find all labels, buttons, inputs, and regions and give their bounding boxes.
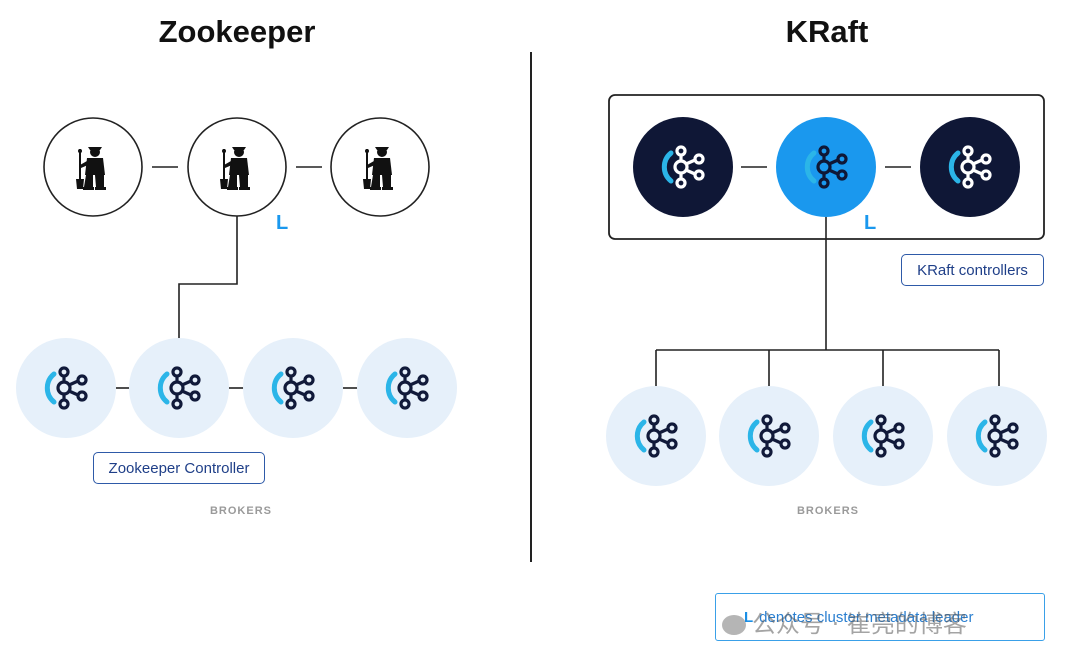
zk-leader-mark: L bbox=[276, 212, 288, 234]
zk-broker-4 bbox=[357, 338, 457, 438]
kraft-controller-3 bbox=[920, 117, 1020, 217]
zookeeper-controller-label: Zookeeper Controller bbox=[93, 452, 265, 484]
zk-brokers-label: BROKERS bbox=[209, 505, 272, 517]
legend-leader-mark: L bbox=[744, 608, 754, 626]
kraft-broker-2 bbox=[719, 386, 819, 486]
zookeeper-node-1 bbox=[43, 117, 143, 217]
leader-legend: L denotes cluster metadata leader bbox=[715, 593, 1045, 641]
kraft-broker-3 bbox=[833, 386, 933, 486]
zookeeper-node-3 bbox=[330, 117, 430, 217]
kraft-title: KRaft bbox=[785, 14, 869, 49]
zookeeper-title: Zookeeper bbox=[158, 14, 316, 49]
kraft-leader-mark: L bbox=[864, 212, 876, 234]
zk-broker-1 bbox=[16, 338, 116, 438]
kraft-broker-1 bbox=[606, 386, 706, 486]
zk-controller-connector bbox=[178, 216, 238, 340]
section-divider bbox=[530, 52, 532, 562]
kraft-controller-1 bbox=[633, 117, 733, 217]
kraft-controller-2-leader bbox=[776, 117, 876, 217]
kraft-brokers-label: BROKERS bbox=[796, 505, 859, 517]
kraft-controllers-label: KRaft controllers bbox=[901, 254, 1044, 286]
zookeeper-node-2-leader bbox=[187, 117, 287, 217]
kraft-broker-4 bbox=[947, 386, 1047, 486]
zk-broker-2-controller bbox=[129, 338, 229, 438]
zk-broker-3 bbox=[243, 338, 343, 438]
legend-text: denotes cluster metadata leader bbox=[759, 608, 974, 626]
